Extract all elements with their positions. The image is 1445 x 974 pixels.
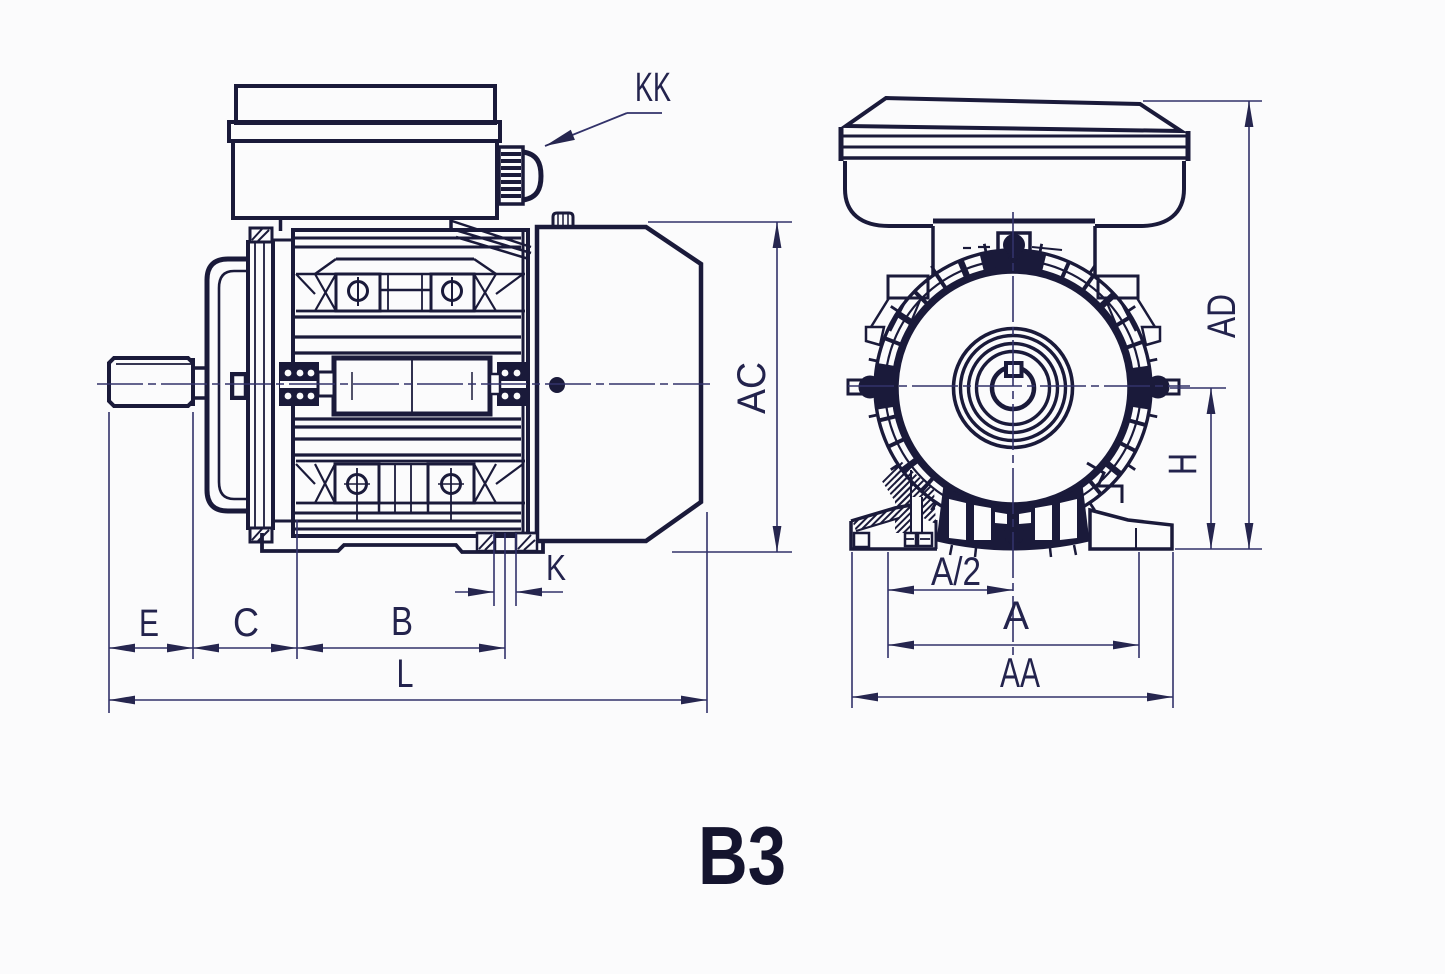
svg-text:C: C [233,601,259,645]
svg-text:E: E [139,603,159,645]
svg-text:H: H [1161,453,1205,475]
svg-text:AA: AA [1000,649,1040,696]
svg-text:AD: AD [1200,294,1244,338]
svg-text:L: L [397,652,414,696]
svg-text:B3: B3 [698,809,786,902]
svg-text:AC: AC [730,362,774,414]
svg-text:B: B [391,598,413,644]
svg-text:A/2: A/2 [931,550,981,594]
svg-text:A: A [1003,594,1029,638]
svg-text:KK: KK [635,64,671,110]
svg-text:K: K [546,547,566,588]
